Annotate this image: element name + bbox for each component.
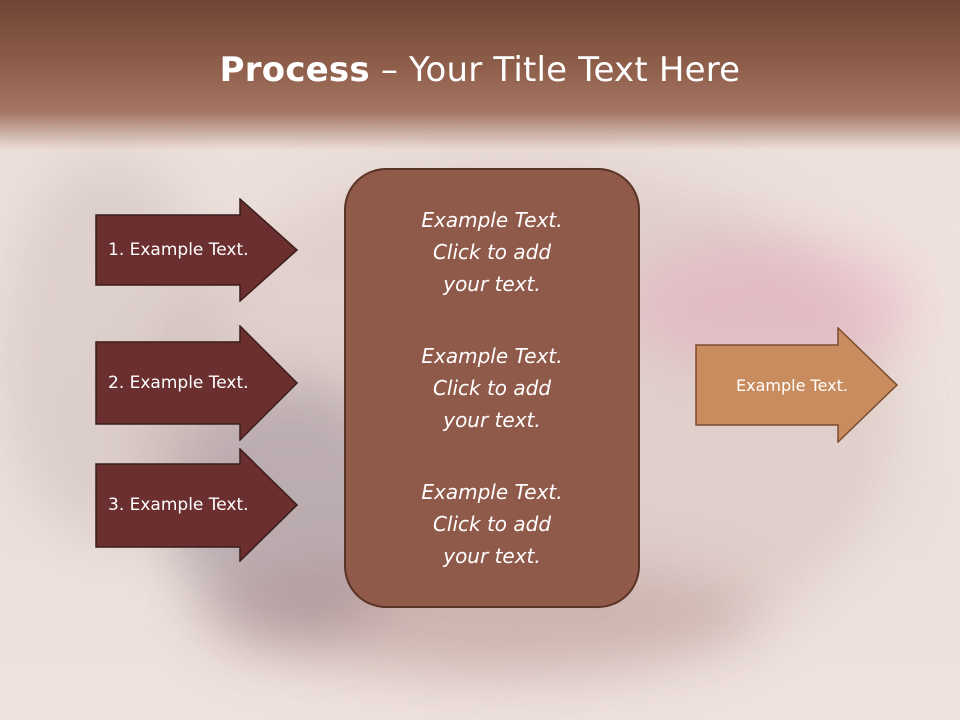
title-bold: Process [219, 50, 370, 90]
panel-line: Example Text. [421, 480, 563, 504]
step-arrow-3[interactable]: 3. Example Text. [95, 448, 299, 562]
center-text-panel[interactable]: Example Text. Click to add your text. Ex… [344, 168, 640, 608]
panel-line: Click to add [432, 512, 552, 536]
title-rest: Your Title Text Here [409, 50, 741, 90]
panel-line: Click to add [432, 376, 552, 400]
slide-title[interactable]: Process – Your Title Text Here [0, 50, 960, 90]
panel-line: Example Text. [421, 344, 563, 368]
step-arrow-label: 2. Example Text. [108, 373, 249, 393]
panel-line: your text. [443, 544, 541, 568]
step-arrow-label: 1. Example Text. [108, 240, 249, 260]
step-arrow-1[interactable]: 1. Example Text. [95, 198, 299, 302]
panel-text-block[interactable]: Example Text. Click to add your text. [421, 340, 562, 436]
title-band [0, 0, 960, 150]
step-arrow-label: 3. Example Text. [108, 495, 249, 515]
panel-line: your text. [443, 272, 541, 296]
step-arrow-2[interactable]: 2. Example Text. [95, 325, 299, 441]
result-arrow-label: Example Text. [736, 375, 848, 395]
panel-line: Click to add [432, 240, 552, 264]
panel-text-block[interactable]: Example Text. Click to add your text. [421, 476, 562, 572]
panel-text-block[interactable]: Example Text. Click to add your text. [421, 204, 562, 300]
panel-line: your text. [443, 408, 541, 432]
panel-line: Example Text. [421, 208, 563, 232]
title-dash: – [369, 50, 410, 90]
result-arrow[interactable]: Example Text. [695, 327, 899, 443]
